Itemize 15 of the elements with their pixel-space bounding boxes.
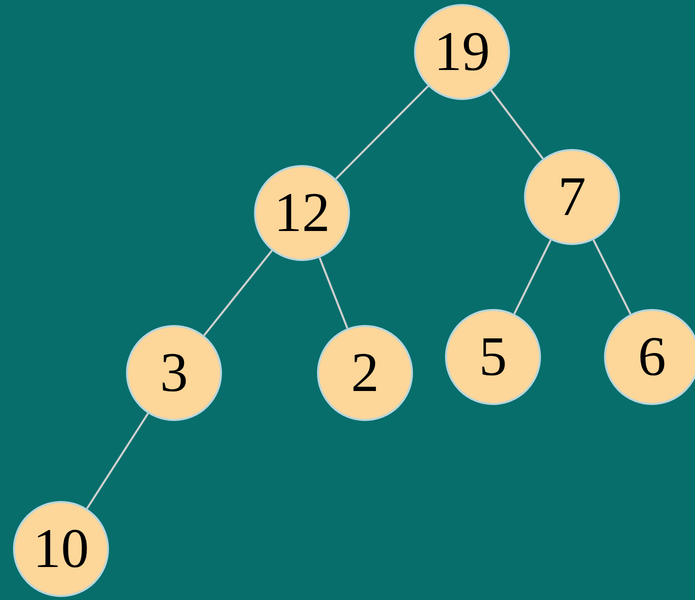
node-value: 7: [558, 169, 586, 225]
tree-edge: [318, 257, 348, 329]
tree-edge: [490, 90, 544, 160]
tree-edge: [86, 412, 149, 510]
node-value: 3: [160, 345, 188, 401]
tree-edge: [592, 239, 632, 315]
node-value: 6: [638, 329, 666, 385]
tree-edge: [335, 85, 429, 180]
node-value: 5: [479, 329, 507, 385]
node-value: 19: [434, 24, 490, 80]
node-value: 2: [351, 345, 379, 401]
node-value: 10: [33, 521, 89, 577]
node-value: 12: [274, 185, 330, 241]
tree-edge: [203, 250, 273, 336]
tree-edge: [513, 240, 552, 314]
